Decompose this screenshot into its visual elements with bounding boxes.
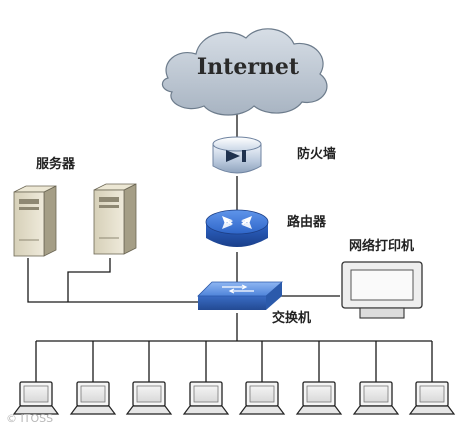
client-computers xyxy=(12,341,456,415)
server-1-drive xyxy=(19,199,39,204)
laptop-screen xyxy=(249,385,275,403)
router-top xyxy=(205,209,269,235)
laptop-screen xyxy=(23,385,49,403)
switch-right-side xyxy=(266,282,282,310)
client-laptop-6 xyxy=(295,341,343,415)
network-printer-label: 网络打印机 xyxy=(349,238,414,254)
server-2 xyxy=(93,183,137,255)
switch-side xyxy=(198,296,266,310)
firewall: 防火墙 xyxy=(212,136,336,174)
switch-label: 交换机 xyxy=(272,310,311,326)
switch-arrows-icon xyxy=(222,284,254,294)
laptop-screen xyxy=(136,385,162,403)
laptop-keyboard xyxy=(125,405,173,415)
client-laptop-1 xyxy=(12,341,60,415)
laptop-screen xyxy=(363,385,389,403)
printer-panel xyxy=(350,269,414,301)
server-1 xyxy=(13,185,57,257)
laptop-keyboard xyxy=(352,405,400,415)
servers: 服务器 xyxy=(13,156,137,257)
network-printer: 网络打印机 xyxy=(341,238,423,319)
router-label: 路由器 xyxy=(287,214,327,230)
client-laptop-4 xyxy=(182,341,230,415)
firewall-body xyxy=(212,143,262,174)
server-2-drive xyxy=(99,197,119,202)
client-laptop-2 xyxy=(69,341,117,415)
laptop-keyboard xyxy=(69,405,117,415)
cloud-shape xyxy=(161,28,328,116)
servers-switch-link xyxy=(27,258,206,303)
printer-tray xyxy=(359,307,405,319)
laptop-screen xyxy=(306,385,332,403)
client-laptop-8 xyxy=(408,341,456,415)
servers-label: 服务器 xyxy=(36,156,76,172)
watermark: © ITOSS xyxy=(6,412,53,425)
laptop-keyboard xyxy=(182,405,230,415)
server-1-drive-2 xyxy=(19,207,39,210)
internet-cloud: Internet xyxy=(161,28,328,116)
laptop-screen xyxy=(80,385,106,403)
firewall-top xyxy=(212,136,262,152)
laptop-keyboard xyxy=(408,405,456,415)
client-laptop-5 xyxy=(238,341,286,415)
client-laptop-7 xyxy=(352,341,400,415)
firewall-icon-bar xyxy=(242,150,246,162)
server-2-side xyxy=(123,183,137,255)
laptop-keyboard xyxy=(12,405,60,415)
laptop-keyboard xyxy=(295,405,343,415)
firewall-icon xyxy=(226,150,240,162)
laptop-screen xyxy=(419,385,445,403)
server-2-drop xyxy=(67,258,111,302)
router: 路由器 xyxy=(205,209,327,247)
router-arrows-icon xyxy=(222,216,252,229)
server-1-side xyxy=(43,185,57,257)
firewall-label: 防火墙 xyxy=(297,146,336,162)
internet-label: Internet xyxy=(197,54,300,80)
client-laptop-3 xyxy=(125,341,173,415)
switch: 交换机 xyxy=(197,281,311,326)
laptop-screen xyxy=(193,385,219,403)
laptop-keyboard xyxy=(238,405,286,415)
server-2-drive-2 xyxy=(99,205,119,208)
